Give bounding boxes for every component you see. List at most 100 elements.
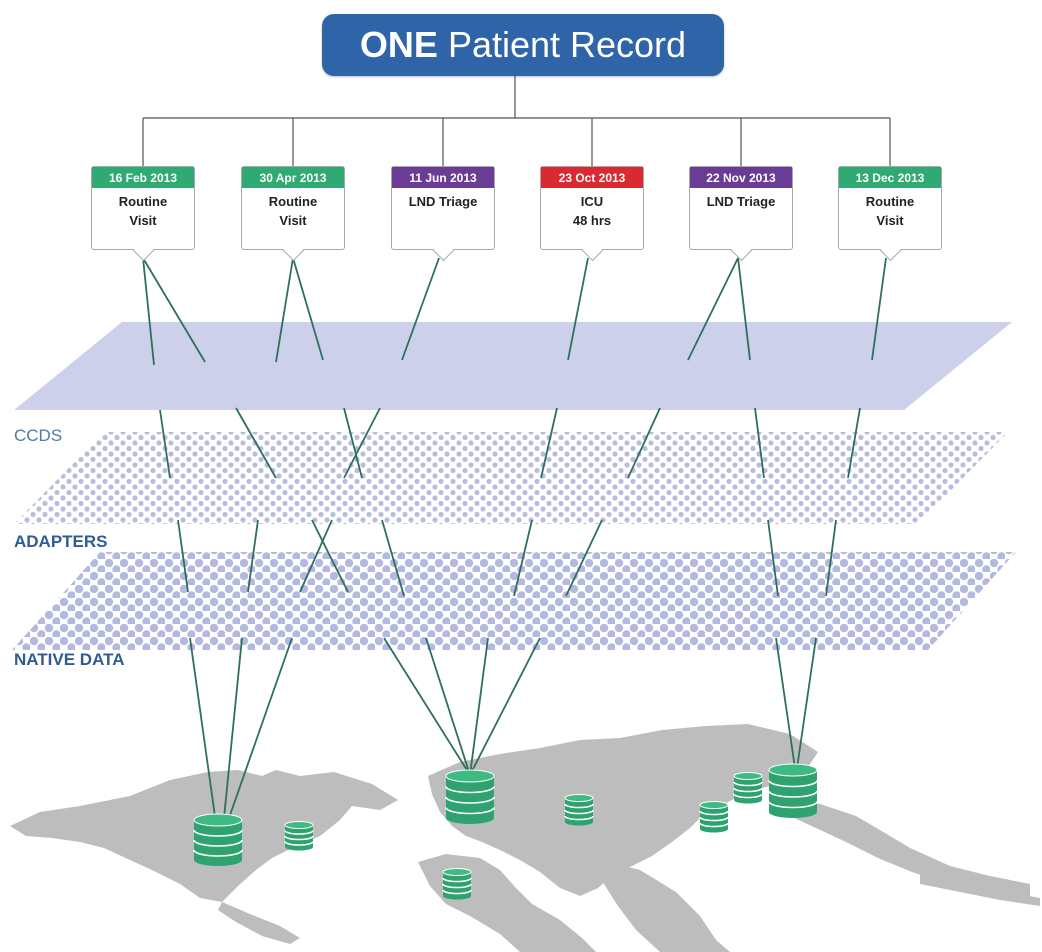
ccds-label: CCDS: [14, 426, 63, 445]
connector-line: [425, 637, 471, 776]
database-band: [564, 803, 594, 809]
connector-line: [343, 407, 363, 479]
title-strong: ONE: [359, 24, 438, 65]
encounter-label: Routine Visit: [118, 194, 168, 228]
connector-line: [311, 519, 349, 593]
database-band: [442, 877, 472, 883]
one-patient-record-title: ONE Patient Record: [322, 14, 724, 76]
links-group: [142, 257, 887, 839]
database-band: [733, 787, 763, 793]
database-band: [442, 889, 472, 895]
encounter-date: 11 Jun 2013: [392, 167, 494, 188]
database-top: [699, 801, 729, 809]
database-band: [284, 830, 314, 835]
encounter-label: Routine Visit: [865, 194, 915, 228]
database-band: [193, 839, 243, 847]
database-band: [284, 835, 314, 841]
database-band: [564, 809, 594, 815]
connector-line: [565, 519, 603, 597]
database-band: [193, 849, 243, 857]
connector-line: [737, 257, 751, 361]
connector-line: [775, 637, 797, 776]
database-base: [700, 825, 728, 833]
encounter-label: LND Triage: [706, 194, 776, 209]
database-band: [284, 841, 314, 846]
south-america-database: [442, 868, 472, 900]
database-top: [733, 772, 763, 780]
database-band: [699, 810, 729, 816]
connector-line: [142, 257, 155, 366]
connector-line: [142, 257, 206, 363]
encounter-date: 23 Oct 2013: [541, 167, 643, 188]
encounter-label: ICU 48 hrs: [572, 194, 612, 228]
database-band: [442, 883, 472, 889]
south-asia-database: [699, 801, 729, 833]
connector-line: [567, 257, 589, 361]
connector-line: [292, 257, 324, 361]
database-base: [769, 806, 817, 818]
database-top: [442, 868, 472, 876]
connector-line: [540, 407, 558, 479]
connector-line: [221, 637, 293, 839]
database-body: [769, 770, 817, 812]
connector-line: [235, 407, 277, 479]
encounter-date: 30 Apr 2013: [242, 167, 344, 188]
ccds-plane: [14, 322, 1012, 410]
database-band: [699, 822, 729, 828]
database-band: [445, 796, 495, 804]
database-band: [445, 786, 495, 794]
adapters-plane: [14, 432, 1008, 524]
database-band: [564, 815, 594, 821]
database-base: [443, 892, 471, 900]
connector-line: [401, 257, 440, 361]
connector-line: [469, 637, 489, 776]
east-asia-database: [733, 772, 763, 804]
database-body: [285, 825, 313, 847]
connector-line: [847, 407, 861, 479]
map-islands: [920, 872, 1040, 906]
connector-line: [687, 257, 739, 361]
encounter-date: 22 Nov 2013: [690, 167, 792, 188]
world-map: [10, 724, 1040, 952]
database-top: [768, 763, 818, 777]
database-band: [768, 780, 818, 788]
map-central-america: [218, 902, 300, 944]
database-top: [193, 813, 243, 827]
encounter-label: Routine Visit: [268, 194, 318, 228]
native-data-plane: [12, 552, 1016, 650]
americas-primary-database: [193, 813, 243, 866]
adapters-label: ADAPTERS: [14, 532, 108, 551]
connector-line: [381, 519, 405, 597]
connector-line: [754, 407, 765, 479]
database-top: [445, 769, 495, 783]
connector-line: [795, 637, 817, 776]
database-band: [193, 829, 243, 837]
connector-line: [247, 519, 259, 593]
map-southeast-asia: [778, 800, 1030, 900]
database-base: [565, 818, 593, 826]
databases-group: [193, 763, 818, 900]
database-band: [733, 781, 763, 787]
encounter-date: 13 Dec 2013: [839, 167, 941, 188]
database-body: [446, 776, 494, 818]
database-top: [564, 794, 594, 802]
database-base: [446, 812, 494, 824]
connector-line: [343, 407, 381, 479]
title-tree-connectors: [142, 76, 891, 166]
map-africa-arabia: [600, 860, 730, 952]
connector-line: [767, 519, 779, 597]
database-base: [194, 854, 242, 866]
connector-line: [221, 637, 243, 839]
connector-line: [383, 637, 471, 776]
encounter-label: LND Triage: [408, 194, 478, 209]
connector-line: [159, 409, 171, 479]
connector-line: [275, 257, 294, 363]
connector-line: [177, 519, 189, 593]
middle-east-database: [564, 794, 594, 826]
